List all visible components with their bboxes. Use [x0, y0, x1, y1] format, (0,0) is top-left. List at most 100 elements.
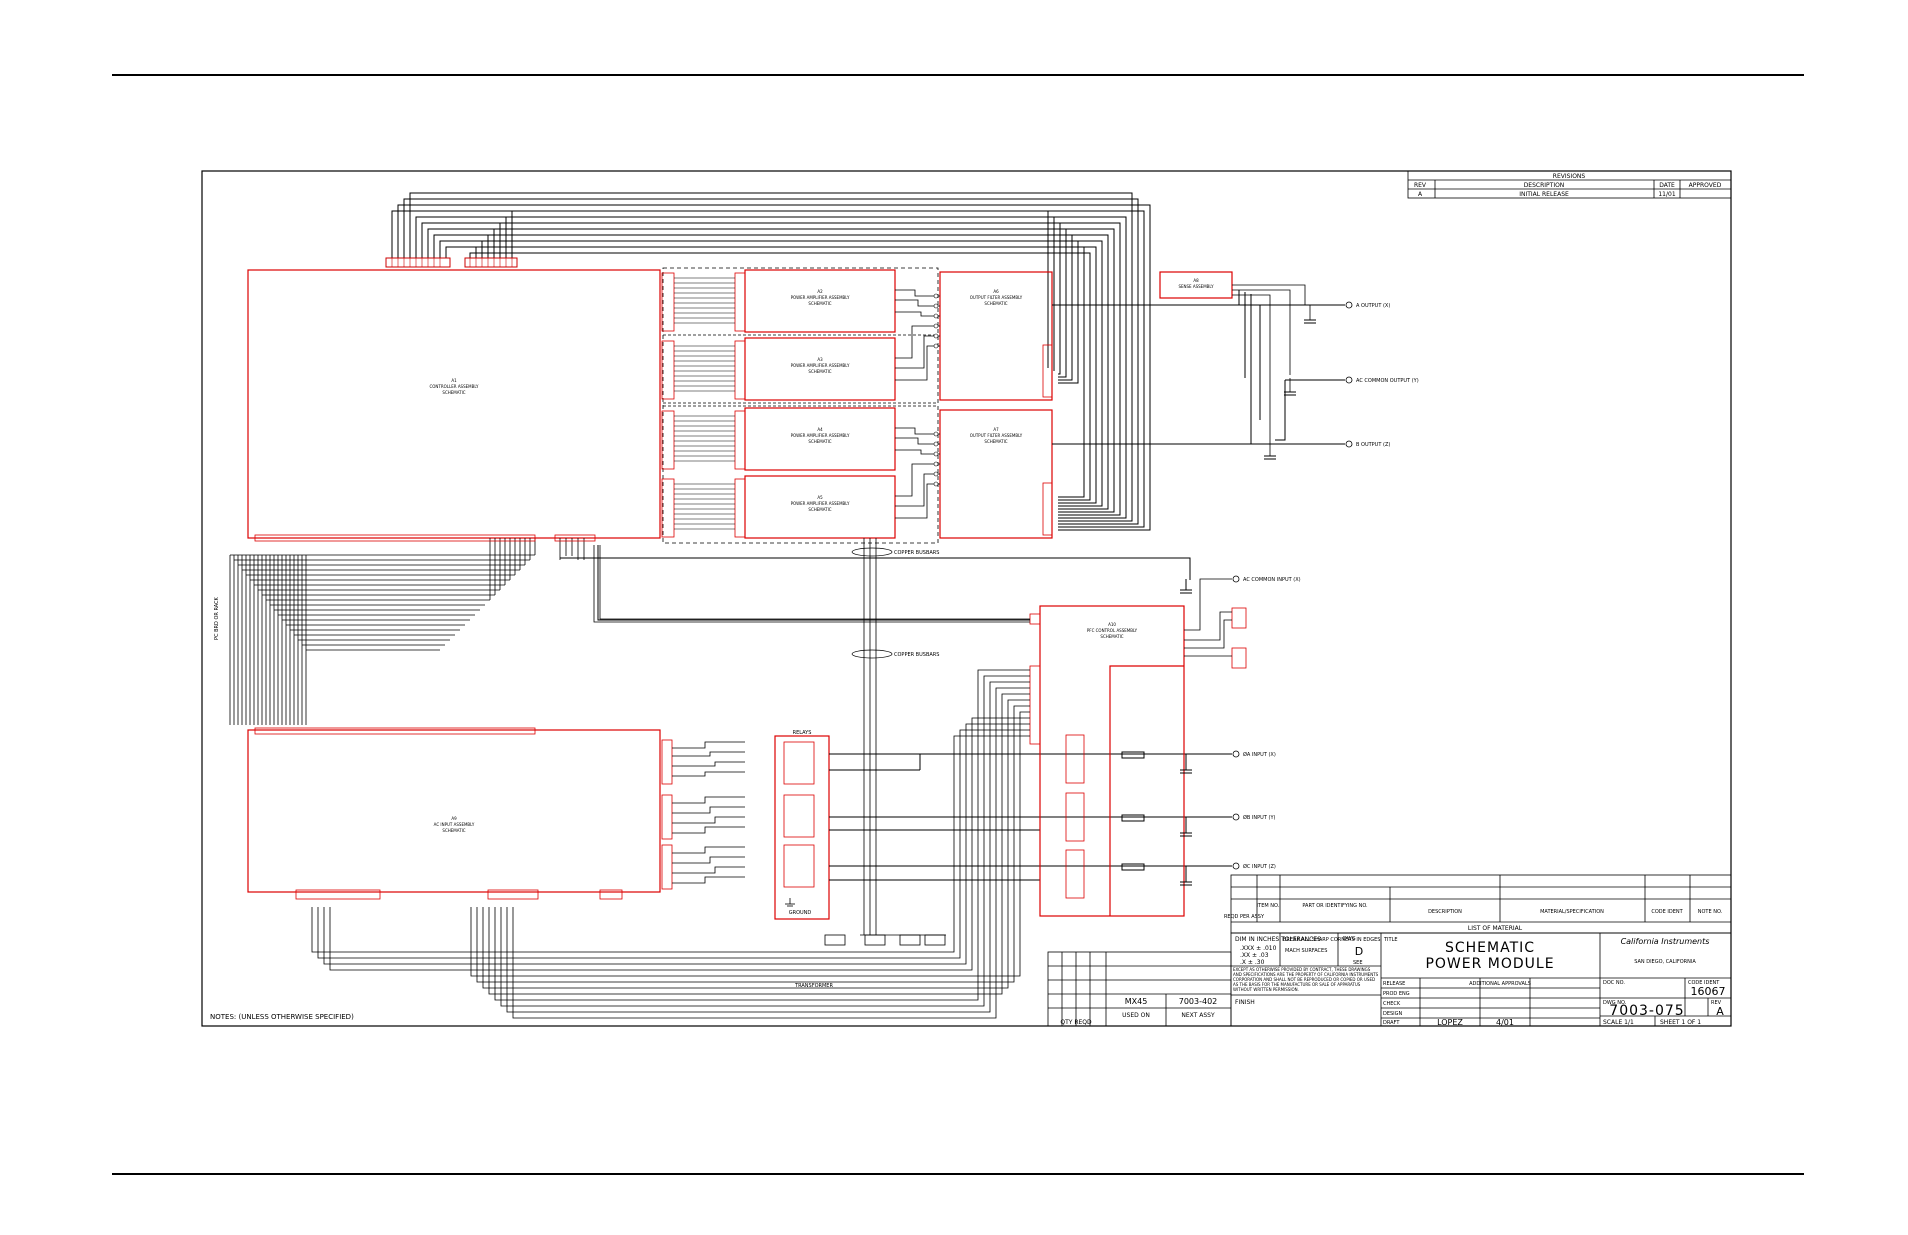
mach-surfaces: MACH SURFACES [1285, 948, 1327, 954]
dim-tolerances: DIM IN INCHES TOLERANCES [1235, 936, 1321, 943]
svg-text:SCHEMATIC: SCHEMATIC [808, 439, 831, 444]
prod-eng-label: PROD ENG [1383, 991, 1410, 997]
svg-text:SCHEMATIC: SCHEMATIC [442, 390, 465, 395]
rev-date: 11/01 [1658, 191, 1675, 198]
see-label: SEE [1353, 960, 1363, 966]
svg-text:RELAYS: RELAYS [793, 730, 812, 736]
svg-text:A7: A7 [993, 427, 999, 432]
date-col: DATE [1659, 182, 1675, 189]
ground-label: GROUND [789, 910, 812, 916]
approved-col: APPROVED [1689, 182, 1722, 189]
description-header: DESCRIPTION [1428, 909, 1462, 915]
svg-text:A3: A3 [817, 357, 823, 362]
draft-label: DRAFT [1383, 1020, 1400, 1026]
svg-text:A10: A10 [1108, 622, 1116, 627]
copper-busbars-label-top: COPPER BUSBARS [894, 550, 939, 556]
amplifier-enclosure [662, 267, 939, 544]
upper-controller-board [247, 269, 661, 539]
title-line-1: SCHEMATIC [1445, 940, 1535, 956]
check-label: CHECK [1383, 1001, 1401, 1007]
svg-text:A9: A9 [451, 816, 457, 821]
list-of-material-title: LIST OF MATERIAL [1468, 925, 1523, 932]
svg-text:A4: A4 [817, 427, 823, 432]
used-on-label: USED ON [1122, 1012, 1150, 1019]
svg-text:A8: A8 [1193, 278, 1199, 283]
svg-text:SCHEMATIC: SCHEMATIC [984, 301, 1007, 306]
note-no-header: NOTE NO. [1698, 909, 1723, 915]
doc-no-label: DOC NO. [1603, 980, 1625, 986]
lower-interface-board [247, 729, 661, 893]
svg-text:CONTROLLER ASSEMBLY: CONTROLLER ASSEMBLY [429, 384, 479, 389]
company-name: California Instruments [1621, 937, 1710, 946]
svg-text:PFC CONTROL ASSEMBLY: PFC CONTROL ASSEMBLY [1087, 628, 1138, 633]
used-on-model: MX45 [1125, 997, 1148, 1006]
pfc-control-board [1039, 605, 1185, 917]
dwg-size-label: DWG [1343, 936, 1356, 942]
svg-text:AC INPUT ASSEMBLY: AC INPUT ASSEMBLY [434, 822, 475, 827]
svg-text:SCHEMATIC: SCHEMATIC [808, 301, 831, 306]
additional-approvals: ADDITIONAL APPROVALS [1469, 981, 1531, 987]
input-b-label: ØB INPUT (Y) [1243, 814, 1275, 821]
output-a-label: A OUTPUT (X) [1356, 303, 1390, 309]
reqd-per-assy-header: REQD PER ASSY [1224, 914, 1265, 920]
svg-text:SCHEMATIC: SCHEMATIC [808, 369, 831, 374]
svg-text:SCHEMATIC: SCHEMATIC [1100, 634, 1123, 639]
input-c-label: ØC INPUT (Z) [1243, 863, 1276, 870]
design-label: DESIGN [1383, 1011, 1403, 1017]
next-assy-label: NEXT ASSY [1181, 1012, 1215, 1019]
input-a-label: ØA INPUT (X) [1243, 751, 1276, 758]
tol-xx: .XX ± .03 [1240, 952, 1269, 959]
svg-text:OUTPUT FILTER ASSEMBLY: OUTPUT FILTER ASSEMBLY [970, 433, 1023, 438]
svg-text:SENSE ASSEMBLY: SENSE ASSEMBLY [1178, 284, 1214, 289]
revisions-block [1407, 170, 1732, 199]
code-ident-label: CODE IDENT [1688, 980, 1720, 986]
common-output-label: AC COMMON OUTPUT (Y) [1356, 378, 1419, 384]
rev-col: REV [1414, 182, 1427, 189]
svg-text:SCHEMATIC: SCHEMATIC [442, 828, 465, 833]
tol-x: .X ± .30 [1240, 959, 1265, 966]
rev-value-tb: A [1716, 1005, 1724, 1018]
svg-text:A5: A5 [817, 495, 823, 500]
rev-description: INITIAL RELEASE [1519, 191, 1569, 198]
notes-label: NOTES: (UNLESS OTHERWISE SPECIFIED) [210, 1013, 354, 1021]
left-signal-bus [229, 538, 585, 725]
company-location: SAN DIEGO, CALIFORNIA [1634, 959, 1696, 965]
title-label: TITLE [1383, 937, 1398, 943]
dwg-no-label: DWG NO. [1603, 1000, 1627, 1006]
dwg-size: D [1355, 945, 1363, 958]
material-header: MATERIAL/SPECIFICATION [1540, 909, 1604, 915]
title-line-2: POWER MODULE [1425, 956, 1554, 972]
application-block [1047, 951, 1232, 1027]
svg-text:POWER AMPLIFIER ASSEMBLY: POWER AMPLIFIER ASSEMBLY [791, 433, 850, 438]
part-no-header: PART OR IDENTIFYING NO. [1302, 903, 1368, 909]
output-b-label: B OUTPUT (Z) [1356, 442, 1390, 448]
code-ident-header: CODE IDENT [1651, 909, 1683, 915]
svg-text:SCHEMATIC: SCHEMATIC [808, 507, 831, 512]
svg-text:POWER AMPLIFIER ASSEMBLY: POWER AMPLIFIER ASSEMBLY [791, 363, 850, 368]
svg-text:A6: A6 [993, 289, 999, 294]
item-no-header: ITEM NO. [1257, 903, 1280, 909]
title-block [1230, 932, 1732, 1027]
code-ident-value: 16067 [1691, 985, 1726, 998]
finish-label: FINISH [1235, 999, 1255, 1006]
qty-reqd-label: QTY REQD [1060, 1019, 1092, 1026]
description-col: DESCRIPTION [1524, 182, 1565, 189]
svg-text:POWER AMPLIFIER ASSEMBLY: POWER AMPLIFIER ASSEMBLY [791, 501, 850, 506]
rev-label: REV [1711, 1000, 1722, 1006]
common-input-label: AC COMMON INPUT (X) [1243, 577, 1301, 583]
svg-text:A1: A1 [451, 378, 457, 383]
break-edges: BREAK ALL SHARP CORNERS IN EDGES [1283, 937, 1380, 943]
sheet-value: SHEET 1 OF 1 [1660, 1019, 1701, 1026]
top-rule [112, 74, 1804, 76]
rack-label: PC BRD OR RACK [214, 596, 220, 640]
draft-date: 4/01 [1496, 1018, 1514, 1027]
transformer-label: TRANSFORMER [794, 983, 833, 989]
svg-text:POWER AMPLIFIER ASSEMBLY: POWER AMPLIFIER ASSEMBLY [791, 295, 850, 300]
list-of-material-table [1230, 874, 1732, 934]
scale-value: SCALE 1/1 [1603, 1019, 1634, 1026]
power-amplifier-modules [744, 269, 1053, 539]
tol-xxx: .XXX ± .010 [1240, 945, 1277, 952]
draft-name: LOPEZ [1437, 1018, 1463, 1027]
svg-text:OUTPUT FILTER ASSEMBLY: OUTPUT FILTER ASSEMBLY [970, 295, 1023, 300]
